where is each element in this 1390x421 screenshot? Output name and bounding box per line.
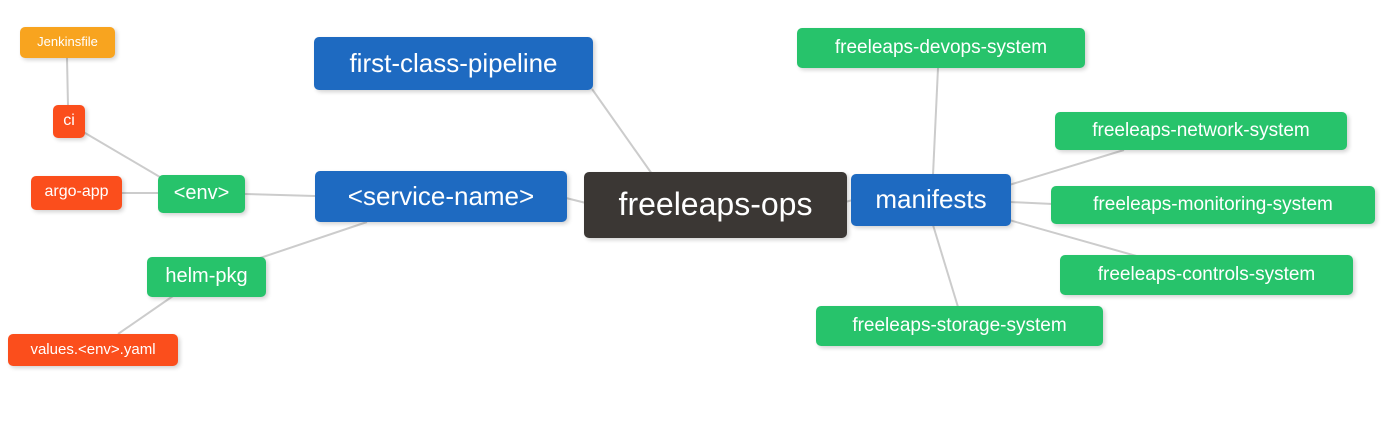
node-manifests[interactable]: manifests xyxy=(851,174,1011,226)
edge-values-env-yaml-to-helm-pkg xyxy=(117,295,174,335)
node-network-system[interactable]: freeleaps-network-system xyxy=(1055,112,1347,150)
node-values-env-yaml[interactable]: values.<env>.yaml xyxy=(8,334,178,366)
edge-manifests-to-controls-system xyxy=(1008,219,1141,258)
node-ci[interactable]: ci xyxy=(53,105,85,138)
node-label-env: <env> xyxy=(173,182,230,204)
node-first-class-pipeline[interactable]: first-class-pipeline xyxy=(314,37,593,90)
node-freeleaps-ops[interactable]: freeleaps-ops xyxy=(584,172,847,238)
edge-env-to-service-name xyxy=(244,193,316,197)
node-label-controls-system: freeleaps-controls-system xyxy=(1097,263,1316,285)
node-label-devops-system: freeleaps-devops-system xyxy=(834,36,1048,58)
edge-jenkinsfile-to-ci xyxy=(66,57,69,107)
edge-manifests-to-storage-system xyxy=(932,224,959,308)
edge-helm-pkg-to-service-name xyxy=(259,221,368,259)
node-argo-app[interactable]: argo-app xyxy=(31,176,122,210)
edge-manifests-to-devops-system xyxy=(932,67,939,176)
edge-manifests-to-monitoring-system xyxy=(1009,201,1054,205)
edge-ci-to-env xyxy=(79,129,166,181)
node-devops-system[interactable]: freeleaps-devops-system xyxy=(797,28,1085,68)
node-label-argo-app: argo-app xyxy=(44,183,109,200)
node-label-storage-system: freeleaps-storage-system xyxy=(852,314,1067,336)
node-label-helm-pkg: helm-pkg xyxy=(165,265,248,287)
node-label-network-system: freeleaps-network-system xyxy=(1092,119,1310,141)
node-helm-pkg[interactable]: helm-pkg xyxy=(147,257,266,297)
node-label-first-class-pipeline: first-class-pipeline xyxy=(349,47,558,78)
node-label-service-name: <service-name> xyxy=(347,180,535,211)
node-env[interactable]: <env> xyxy=(158,175,245,213)
node-service-name[interactable]: <service-name> xyxy=(315,171,567,222)
node-label-monitoring-system: freeleaps-monitoring-system xyxy=(1093,193,1333,215)
node-monitoring-system[interactable]: freeleaps-monitoring-system xyxy=(1051,186,1375,224)
node-storage-system[interactable]: freeleaps-storage-system xyxy=(816,306,1103,346)
node-label-jenkinsfile: Jenkinsfile xyxy=(37,34,98,49)
node-label-ci: ci xyxy=(63,111,75,129)
node-label-manifests: manifests xyxy=(875,184,987,214)
node-controls-system[interactable]: freeleaps-controls-system xyxy=(1060,255,1353,295)
node-label-freeleaps-ops: freeleaps-ops xyxy=(618,186,813,222)
node-jenkinsfile[interactable]: Jenkinsfile xyxy=(20,27,115,58)
node-label-values-env-yaml: values.<env>.yaml xyxy=(30,340,156,358)
edge-service-name-to-freeleaps-ops xyxy=(565,197,587,204)
edge-manifests-to-network-system xyxy=(1008,149,1125,186)
edge-first-class-pipeline-to-freeleaps-ops xyxy=(591,88,653,175)
